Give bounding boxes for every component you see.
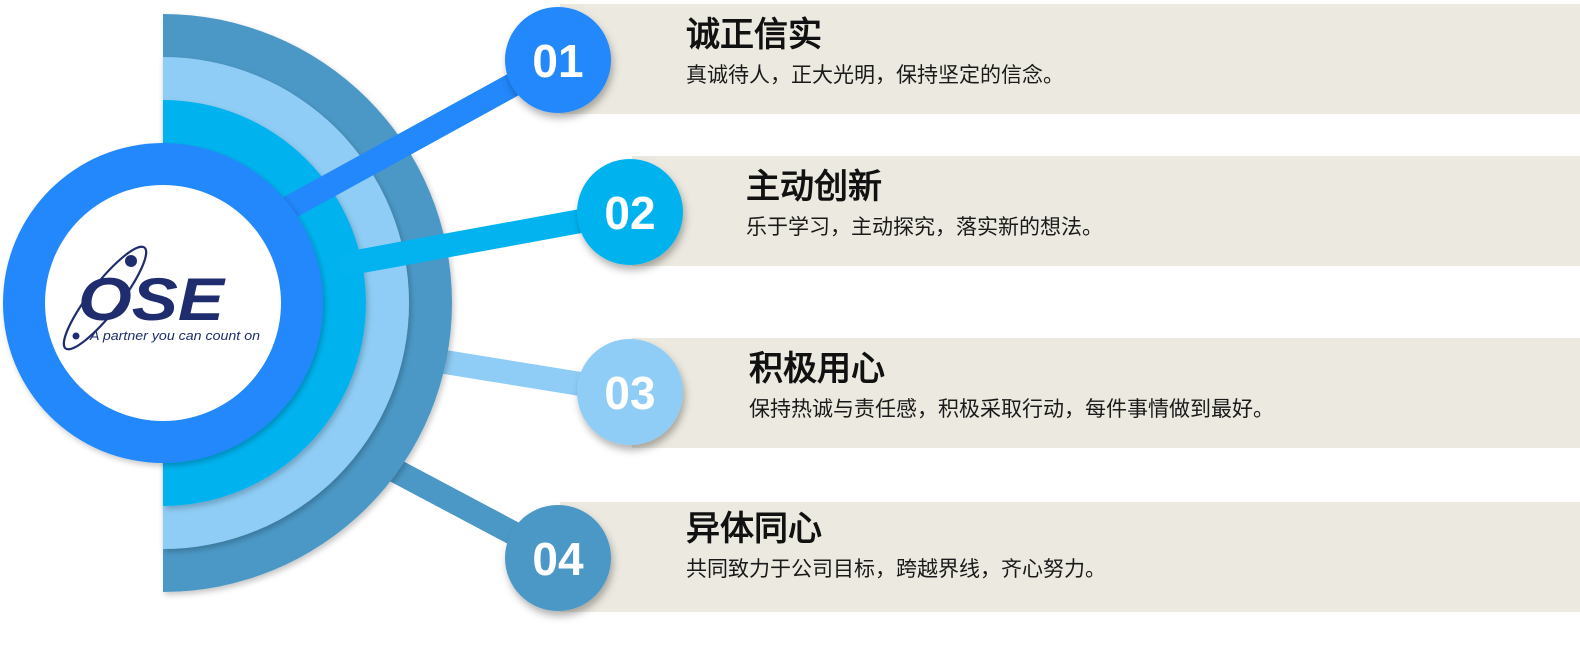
logo-planet-icon — [125, 255, 137, 267]
value-texts: 诚正信实 真诚待人，正大光明，保持坚定的信念。 主动创新 乐于学习，主动探究，落… — [686, 15, 1274, 581]
number-circle-3 — [577, 339, 683, 445]
number-circle-4 — [505, 505, 611, 611]
value-band-4 — [560, 502, 1580, 612]
value-title-2: 主动创新 — [746, 167, 882, 207]
number-label-4: 04 — [532, 533, 584, 585]
logo-dot-icon — [72, 332, 80, 340]
value-desc-2: 乐于学习，主动探究，落实新的想法。 — [746, 215, 1103, 239]
value-title-1: 诚正信实 — [686, 15, 822, 55]
logo-name: OSE — [78, 266, 226, 333]
number-label-2: 02 — [604, 187, 655, 239]
number-badges: 01 02 03 04 — [505, 7, 683, 611]
logo: OSE A partner you can count on — [62, 245, 260, 351]
logo-tagline: A partner you can count on — [89, 328, 260, 343]
value-band-2 — [632, 156, 1580, 266]
value-desc-1: 真诚待人，正大光明，保持坚定的信念。 — [686, 63, 1064, 87]
number-label-1: 01 — [532, 35, 583, 87]
value-title-4: 异体同心 — [686, 509, 822, 549]
value-desc-3: 保持热诚与责任感，积极采取行动，每件事情做到最好。 — [749, 397, 1274, 421]
value-title-3: 积极用心 — [749, 349, 885, 389]
number-label-3: 03 — [604, 367, 655, 419]
value-band-1 — [560, 4, 1580, 114]
logo-background — [45, 185, 281, 421]
value-desc-4: 共同致力于公司目标，跨越界线，齐心努力。 — [686, 557, 1106, 581]
value-band-3 — [632, 338, 1580, 448]
number-circle-1 — [505, 7, 611, 113]
logo-orbit-icon — [62, 245, 148, 351]
value-bands — [560, 4, 1580, 612]
number-circle-2 — [577, 159, 683, 265]
logo-circle: OSE A partner you can count on — [3, 143, 323, 463]
